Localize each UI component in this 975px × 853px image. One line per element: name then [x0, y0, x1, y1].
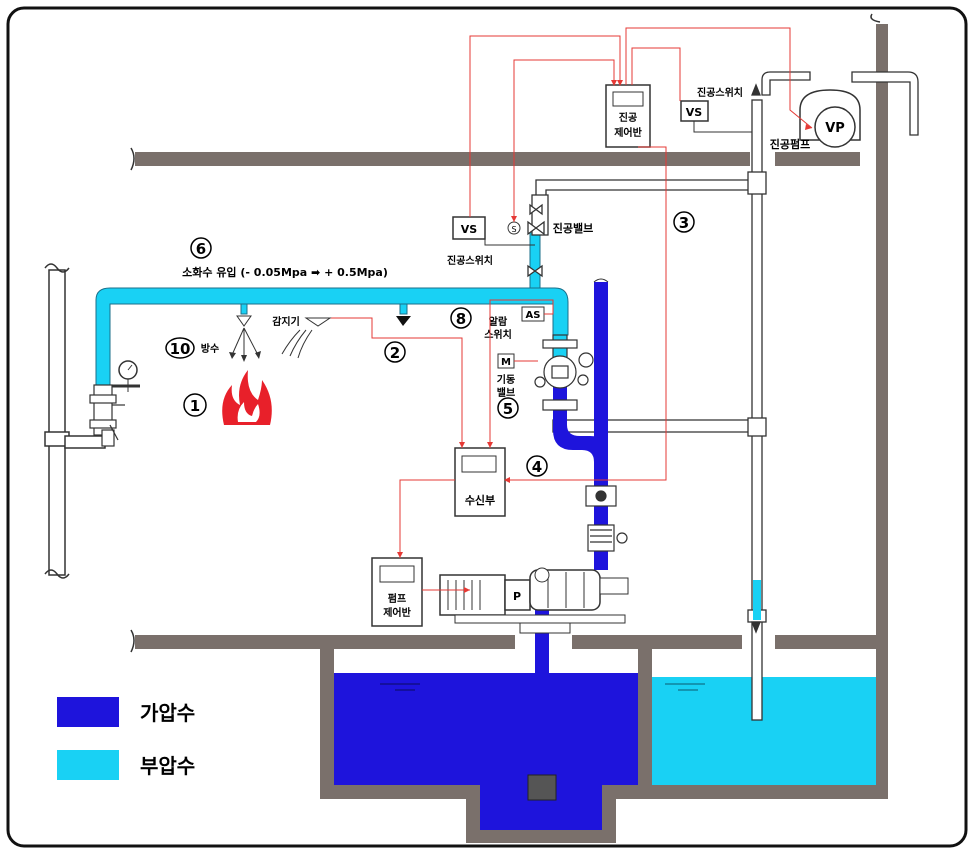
lower-floor-slab-right: [775, 635, 888, 649]
vacuum-pump: VP 진공펌프: [770, 89, 861, 151]
vacuum-valve: S 진공밸브: [507, 203, 593, 278]
solenoid-symbol: S: [511, 225, 516, 234]
alarm-switch: AS 알람 스위치: [484, 306, 545, 341]
sump-wall-right: [602, 785, 616, 843]
upper-floor-slab: [135, 152, 750, 166]
motor-box-label: M: [501, 357, 511, 368]
vs-box-top-label: VS: [686, 106, 703, 119]
vacuum-switch-top: VS 진공스위치: [680, 86, 743, 122]
subpressure-water-tank: [652, 677, 876, 785]
alarm-switch-line2: 스위치: [484, 328, 512, 341]
vacuum-pump-label: 진공펌프: [770, 137, 810, 151]
step-10: 10: [170, 340, 191, 358]
detector-label: 감지기: [272, 315, 300, 328]
right-column: [876, 18, 888, 648]
legend-swatch-pressurized: [57, 697, 119, 727]
spray-label: 방수: [201, 342, 219, 355]
as-box-label: AS: [526, 310, 541, 321]
left-valve-assembly: [89, 384, 125, 447]
foot-valve: [527, 774, 557, 801]
receiver-panel-label: 수신부: [465, 493, 495, 507]
alarm-valve-assembly: [534, 334, 594, 411]
sump-wall-left: [466, 785, 480, 843]
building-structure: [130, 13, 888, 843]
legend-label-subpressure: 부압수: [140, 754, 195, 778]
pipe-fittings: [585, 485, 628, 552]
alarm-switch-line1: 알람: [489, 315, 508, 328]
control-wiring: [317, 27, 813, 591]
step-1: 1: [190, 397, 200, 415]
step-8: 8: [456, 310, 466, 328]
driven-valve-line2: 밸브: [497, 386, 515, 399]
step-2: 2: [390, 344, 400, 362]
vacuum-valve-label: 진공밸브: [553, 221, 593, 235]
flame-icon: [222, 370, 272, 425]
vs-top-connector: [693, 121, 752, 133]
pump-control-panel: 펌프 제어반: [371, 557, 423, 627]
vacuum-switch-top-label: 진공스위치: [697, 86, 743, 99]
vs-box-left-label: VS: [461, 223, 478, 236]
sump-floor: [466, 830, 616, 843]
legend-label-pressurized: 가압수: [140, 701, 195, 725]
legend-swatch-subpressure: [57, 750, 119, 780]
pressurized-water-tank: [334, 673, 638, 785]
vacuum-panel-line2: 제어반: [614, 126, 642, 139]
riser-break: [593, 278, 609, 283]
sprinkler-head-right: [396, 303, 411, 326]
pump-panel-line2: 제어반: [383, 606, 411, 619]
pit-wall-left: [320, 649, 334, 799]
step-4: 4: [532, 458, 542, 476]
pump-panel-line1: 펌프: [388, 592, 406, 605]
step-markers: 6 2 3 4 5 8 1 10: [165, 211, 695, 477]
water-surface-lines-left: [380, 683, 420, 691]
pressure-gauge: [112, 360, 140, 392]
fire-pump: P: [439, 567, 629, 634]
left-riser-pipe: [44, 263, 106, 579]
subpressure-column: [753, 580, 761, 620]
step-3: 3: [679, 214, 689, 232]
lower-floor-slab-mid: [572, 635, 742, 649]
sprinkler-head-left: [229, 303, 261, 362]
lower-floor-slab-left: [135, 635, 515, 649]
pit-floor-left: [320, 785, 480, 799]
step-6: 6: [196, 240, 206, 258]
vacuum-switch-left-label: 진공스위치: [447, 254, 493, 267]
vacuum-control-panel: 진공 제어반: [605, 84, 651, 148]
pit-partition-wall: [638, 649, 652, 799]
receiver-panel: 수신부: [454, 447, 506, 517]
wire-arrowheads: [397, 80, 812, 593]
pump-box-label: P: [513, 590, 521, 603]
vacuum-pump-symbol: VP: [825, 121, 845, 136]
driven-valve: M 기동 밸브: [497, 353, 515, 399]
step6-description: 소화수 유입 (- 0.05Mpa ➡ + 0.5Mpa): [182, 265, 388, 279]
smoke-detector: 감지기: [272, 315, 332, 359]
pit-wall-right: [876, 649, 888, 799]
step-5: 5: [503, 400, 513, 418]
vs-left-connector: [484, 228, 535, 246]
vacuum-panel-line1: 진공: [619, 111, 637, 124]
water-surface-lines-right: [665, 683, 705, 691]
driven-valve-line1: 기동: [497, 373, 515, 386]
legend: 가압수 부압수: [57, 697, 195, 780]
vacuum-line-pipe: [529, 227, 541, 289]
pit-floor-right: [638, 785, 888, 799]
upper-floor-slab-right: [775, 152, 860, 166]
